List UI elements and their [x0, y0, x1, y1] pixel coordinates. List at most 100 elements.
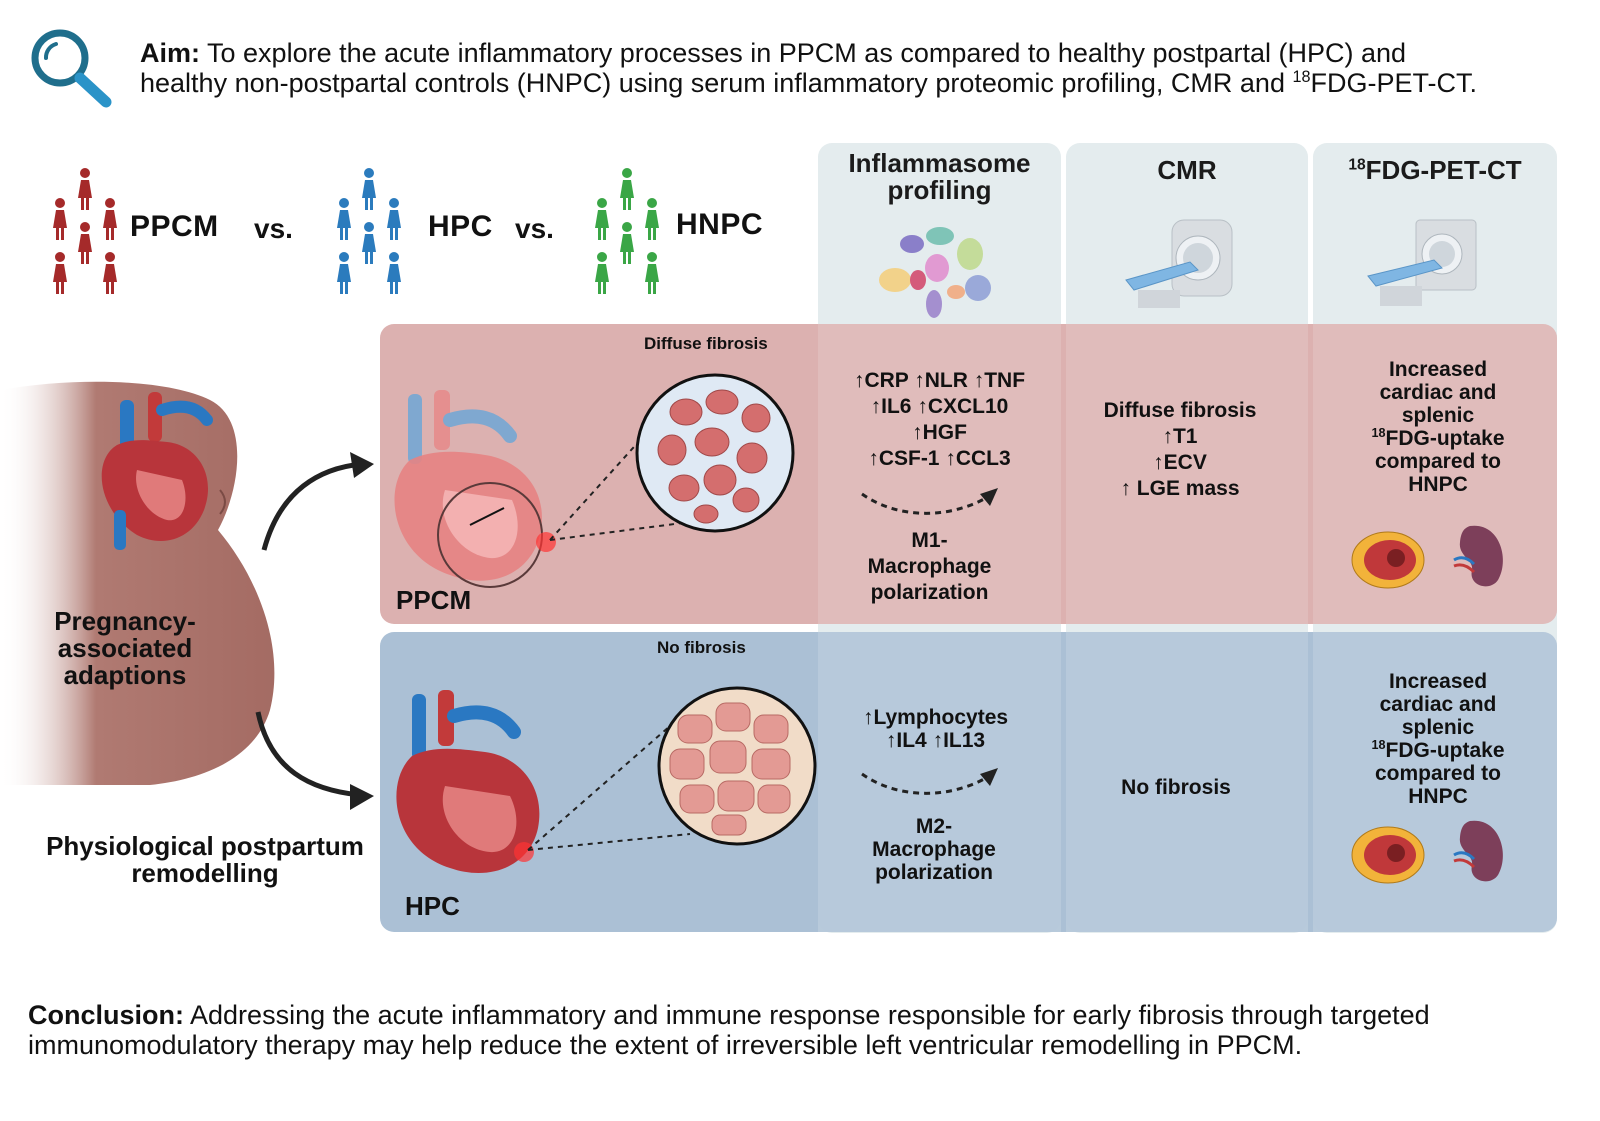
person-icon: [387, 252, 401, 294]
hpc-pet-line-3: splenic: [1401, 716, 1475, 739]
hpc-row-label: HPC: [405, 891, 460, 921]
person-icon: [53, 252, 67, 294]
person-icon: [337, 198, 351, 240]
ppcm-heart-illustration: [394, 390, 691, 588]
person-icon: [620, 222, 634, 264]
ppcm-inflam-line-2: ↑IL6 ↑CXCL10: [870, 395, 1009, 418]
ppcm-inflam-line-4: ↑CSF-1 ↑CCL3: [868, 447, 1011, 470]
ppcm-row-label: PPCM: [396, 585, 472, 615]
ppcm-people-icon: [53, 168, 117, 294]
cmr-header: CMR: [1157, 155, 1217, 185]
ppcm-inflam-line-3: ↑HGF: [912, 421, 967, 444]
ppcm-pet-line-3: splenic: [1401, 404, 1475, 427]
arrows: [255, 452, 374, 810]
inflammasome-header-line2: profiling: [887, 175, 992, 205]
group-hnpc-label: HNPC: [676, 208, 764, 241]
hpc-cmr-text: No fibrosis: [1121, 776, 1231, 799]
ppcm-cmr-line-4: ↑ LGE mass: [1120, 477, 1240, 500]
hpc-cmr-cell: [1066, 632, 1308, 932]
ppcm-cmr-line-3: ↑ECV: [1153, 451, 1207, 474]
hpc-polar-line-2: Macrophage: [872, 838, 996, 861]
postpartum-label: Physiological postpartum remodelling: [20, 833, 390, 887]
inflammasome-header-line1: Inflammasome: [848, 148, 1031, 178]
hpc-polarization-text: M2- Macrophage polarization: [818, 815, 1050, 884]
person-icon: [620, 168, 634, 210]
hpc-pet-line-4: 18FDG-uptake: [1313, 739, 1563, 762]
mri-scanner-icon: [1125, 219, 1233, 308]
hpc-heart-illustration: [396, 690, 691, 874]
ppcm-pet-sup: 18: [1371, 426, 1386, 440]
person-icon: [78, 168, 92, 210]
conclusion-line1: Addressing the acute inflammatory and im…: [190, 1000, 1430, 1030]
person-icon: [53, 198, 67, 240]
pregnancy-line-1: Pregnancy-: [54, 606, 196, 636]
hpc-tissue-circle: [657, 686, 817, 846]
group-ppcm-label: PPCM: [130, 210, 219, 243]
ppcm-cmr-text: Diffuse fibrosis ↑T1 ↑ECV ↑ LGE mass: [1066, 398, 1294, 502]
ppcm-pet-cell: [1313, 324, 1557, 624]
hpc-organ-icons: [1351, 820, 1503, 884]
person-icon: [337, 252, 351, 294]
hpc-pet-line-5: compared to: [1374, 762, 1502, 785]
conclusion-line2: immunomodulatory therapy may help reduce…: [28, 1030, 1303, 1060]
pet-header: 18FDG-PET-CT: [1313, 157, 1557, 184]
pregnancy-line-3: adaptions: [63, 660, 187, 690]
person-icon: [595, 198, 609, 240]
pet-header-sup: 18: [1348, 156, 1366, 174]
ppcm-polar-line-2: Macrophage: [867, 555, 992, 578]
ppcm-tissue-circle: [635, 373, 795, 533]
hpc-pet-line-2: cardiac and: [1379, 693, 1497, 716]
conclusion-statement: Conclusion: Addressing the acute inflamm…: [28, 1000, 1588, 1060]
ppcm-polarization-text: M1- Macrophage polarization: [818, 528, 1041, 606]
hpc-inflammasome-cell: [818, 632, 1061, 932]
ppcm-cmr-cell: [1066, 324, 1308, 624]
ppcm-fibrosis-label: Diffuse fibrosis: [644, 334, 768, 353]
person-icon: [103, 252, 117, 294]
group-hpc-label: HPC: [428, 210, 493, 243]
ppcm-pet-line-6: HNPC: [1408, 473, 1468, 496]
pregnancy-line-2: associated: [57, 633, 193, 663]
aim-label: Aim:: [140, 38, 200, 68]
person-icon: [387, 198, 401, 240]
person-icon: [362, 168, 376, 210]
hpc-dashed-arrow: [861, 768, 998, 795]
hpc-polar-line-1: M2-: [915, 815, 953, 838]
hnpc-people-icon: [595, 168, 659, 294]
aim-line2-end: FDG-PET-CT.: [1310, 68, 1477, 98]
vs-label-1: vs.: [254, 213, 293, 244]
hpc-inflam-line-2: ↑IL4 ↑IL13: [885, 729, 986, 752]
ppcm-organ-icons: [1351, 525, 1503, 589]
ppcm-inflammasome-cell: [818, 324, 1061, 624]
person-icon: [78, 222, 92, 264]
aim-line2: healthy non-postpartal controls (HNPC) u…: [140, 68, 1293, 98]
search-icon: [31, 29, 112, 108]
hpc-pet-text: Increased cardiac and splenic 18FDG-upta…: [1313, 670, 1563, 808]
pet-header-text: FDG-PET-CT: [1365, 155, 1522, 185]
ppcm-pet-line-1: Increased: [1388, 358, 1488, 381]
hpc-inflam-line-1: ↑Lymphocytes: [862, 706, 1009, 729]
hpc-fibrosis-label: No fibrosis: [657, 638, 746, 657]
person-icon: [103, 198, 117, 240]
ppcm-pet-line-5: compared to: [1374, 450, 1502, 473]
pet-scanner-icon: [1367, 219, 1477, 306]
hpc-pet-uptake: FDG-uptake: [1385, 739, 1505, 762]
hpc-pet-sup: 18: [1371, 738, 1386, 752]
ppcm-dashed-arrow: [861, 488, 998, 515]
person-icon: [362, 222, 376, 264]
hpc-pet-cell: [1313, 632, 1557, 932]
hpc-pet-line-1: Increased: [1388, 670, 1488, 693]
person-icon: [645, 252, 659, 294]
ppcm-cmr-line-1: Diffuse fibrosis: [1103, 399, 1257, 422]
heart-illustration: [101, 392, 213, 550]
hpc-row-panel: [380, 632, 1557, 932]
hpc-pet-line-6: HNPC: [1408, 785, 1468, 808]
ppcm-cmr-line-2: ↑T1: [1162, 425, 1198, 448]
ppcm-inflam-line-1: ↑CRP ↑NLR ↑TNF: [853, 369, 1026, 392]
aim-line1: To explore the acute inflammatory proces…: [207, 38, 1407, 68]
inflammasome-header: Inflammasome profiling: [818, 150, 1061, 204]
ppcm-pet-text: Increased cardiac and splenic 18FDG-upta…: [1313, 358, 1563, 496]
conclusion-label: Conclusion:: [28, 1000, 184, 1030]
pregnancy-label: Pregnancy- associated adaptions: [20, 608, 230, 689]
ppcm-inflammasome-text: ↑CRP ↑NLR ↑TNF ↑IL6 ↑CXCL10 ↑HGF ↑CSF-1 …: [818, 368, 1061, 472]
ppcm-pet-line-4: 18FDG-uptake: [1313, 427, 1563, 450]
